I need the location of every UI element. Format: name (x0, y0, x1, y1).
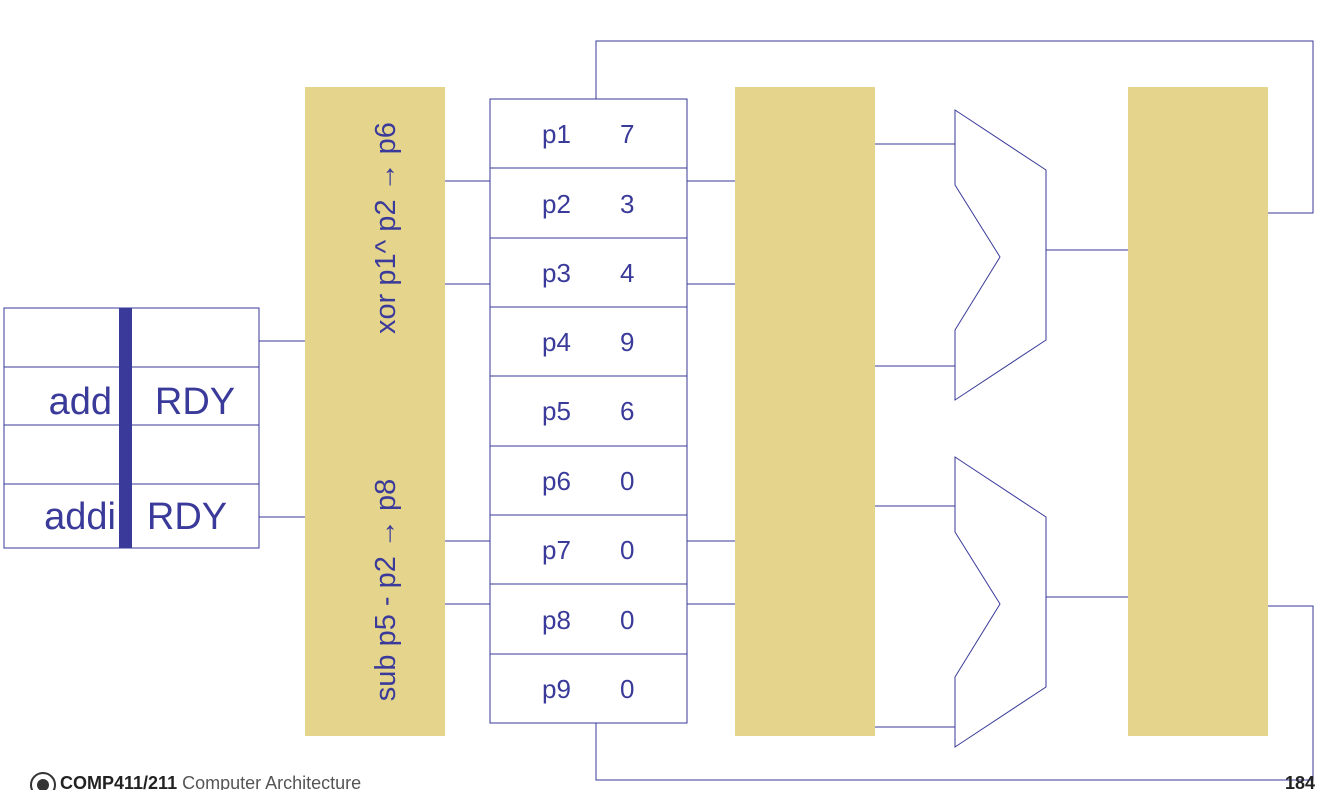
writeback-stage (1128, 87, 1268, 736)
regfile-value-p2: 3 (620, 189, 634, 219)
regfile-value-p7: 0 (620, 535, 634, 565)
course-subtitle: Computer Architecture (182, 773, 362, 790)
issue-top-instruction: xor p1^ p2 → p6 (370, 122, 402, 334)
regfile-name-p5: p5 (542, 396, 571, 426)
regfile-name-p6: p6 (542, 466, 571, 496)
alu-top (954, 109, 1047, 401)
regfile-name-p8: p8 (542, 605, 571, 635)
issue-bottom-instruction: sub p5 - p2 → p8 (370, 479, 402, 701)
regfile-name-p9: p9 (542, 674, 571, 704)
course-code: COMP411/211 (60, 773, 178, 790)
regfile-value-p6: 0 (620, 466, 634, 496)
regfile-name-p7: p7 (542, 535, 571, 565)
slide-footer: COMP411/211 Computer Architecture 184 (0, 772, 1319, 790)
wires-issue-to-regfile (445, 180, 490, 605)
regfile-value-p9: 0 (620, 674, 634, 704)
page-number: 184 (1284, 773, 1315, 790)
regfile-name-p4: p4 (542, 327, 571, 357)
register-read-stage (735, 87, 875, 736)
writeback-loop-bottom (595, 605, 1314, 781)
course-label: COMP411/211 Computer Architecture (60, 773, 361, 790)
wires-regfile-to-read (687, 180, 735, 605)
iq-row-3-op: addi (44, 496, 116, 538)
writeback-loop-top (595, 40, 1314, 214)
regfile-value-p4: 9 (620, 327, 634, 357)
iq-row-1-status: RDY (155, 381, 235, 423)
university-seal-icon (30, 772, 56, 790)
regfile-value-p1: 7 (620, 119, 634, 149)
regfile-value-p3: 4 (620, 258, 634, 288)
wires-read-to-alu (875, 143, 955, 728)
regfile-value-p5: 6 (620, 396, 634, 426)
iq-row-3-status: RDY (147, 496, 227, 538)
regfile-name-p1: p1 (542, 119, 571, 149)
register-file: p1 7 p2 3 p3 4 p4 9 p5 6 p6 0 p7 0 p8 0 … (489, 98, 688, 724)
regfile-name-p3: p3 (542, 258, 571, 288)
issue-queue: add RDY addi RDY (3, 307, 260, 549)
issue-stage-register: xor p1^ p2 → p6 sub p5 - p2 → p8 (305, 87, 445, 736)
regfile-value-p8: 0 (620, 605, 634, 635)
issue-queue-divider (119, 308, 132, 548)
iq-row-1-op: add (49, 381, 112, 423)
alu-bottom (954, 456, 1047, 748)
regfile-name-p2: p2 (542, 189, 571, 219)
